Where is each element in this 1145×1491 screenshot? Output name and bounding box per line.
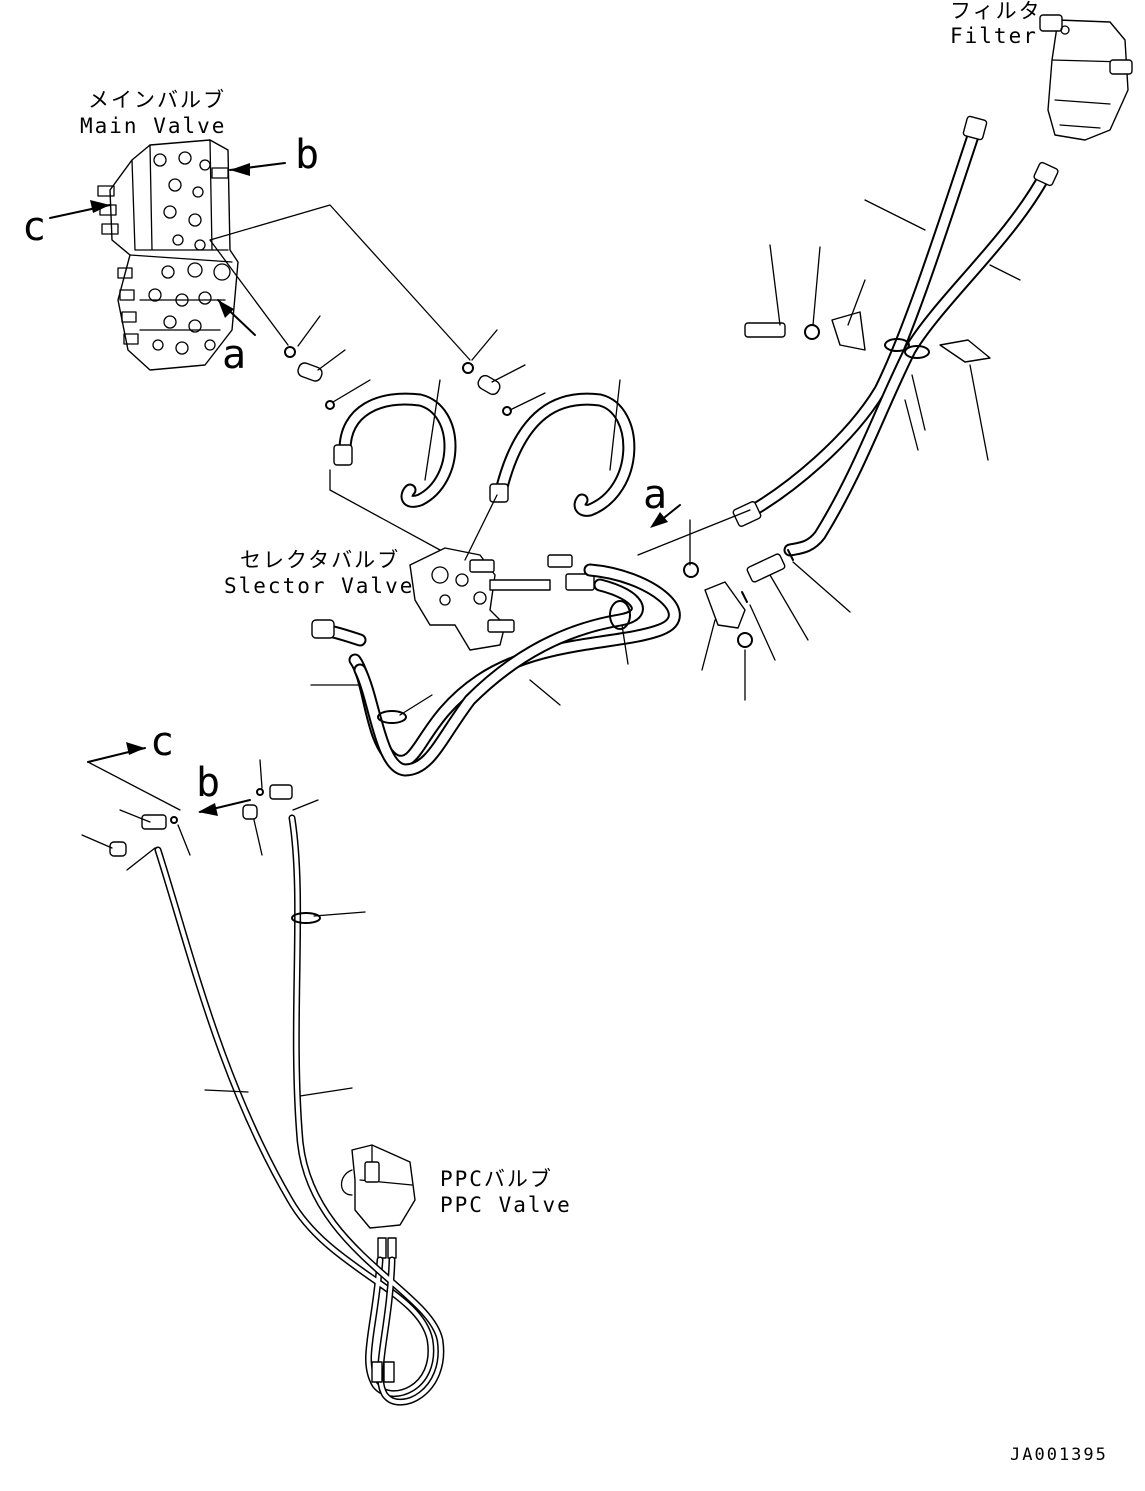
view-marker-c-ppc: c [150, 719, 174, 765]
view-arrows [49, 162, 681, 816]
leader-lines [81, 199, 1021, 1097]
hose-loop-left [333, 392, 457, 508]
fittings-and-seals [109, 311, 991, 857]
drawing-code: JA001395 [1010, 1445, 1108, 1465]
ppc-pilot-hoses [154, 814, 445, 1406]
main-valve-drawing [97, 139, 239, 371]
selector-valve-drawing [409, 547, 595, 651]
hose-loop-right [489, 392, 636, 517]
hose-selector-return [311, 563, 681, 777]
ppc-valve-label-ja: PPCバルブ [440, 1167, 553, 1191]
ppc-valve-label-en: PPC Valve [440, 1193, 572, 1217]
filter-label-ja: フィルタ [950, 0, 1042, 23]
view-marker-a-hose: a [643, 472, 667, 518]
hose-filter-to-main [732, 115, 988, 527]
view-marker-b-main: b [295, 132, 319, 178]
view-marker-c-main: c [22, 204, 46, 250]
selector-valve-label-ja: セレクタバルブ [240, 548, 400, 572]
main-valve-label-en: Main Valve [80, 114, 226, 138]
view-marker-b-ppc: b [196, 760, 220, 806]
filter-drawing [1039, 14, 1133, 141]
selector-valve-label-en: Slector Valve [224, 574, 414, 598]
view-marker-a-main: a [222, 332, 246, 378]
hose-filter-to-selector [783, 161, 1059, 557]
filter-label-en: Filter [950, 24, 1038, 48]
main-valve-label-ja: メインバルブ [88, 88, 226, 112]
ppc-valve-drawing [340, 1144, 416, 1259]
